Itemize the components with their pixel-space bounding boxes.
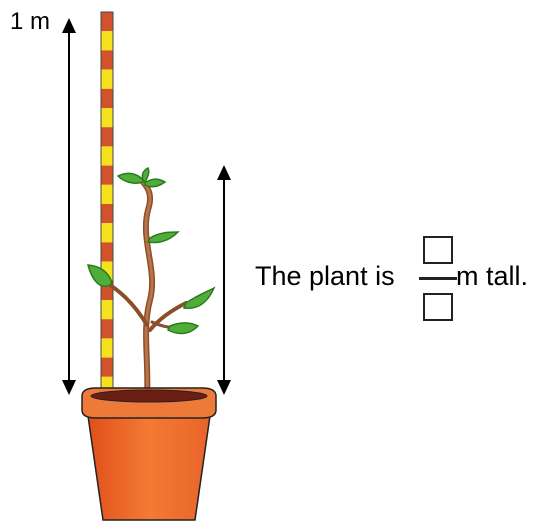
stick-segment bbox=[101, 319, 113, 338]
question-text-after: m tall. bbox=[456, 261, 528, 292]
flower-pot-icon bbox=[82, 388, 216, 520]
leaf-icon bbox=[142, 168, 148, 182]
question-text-before: The plant is bbox=[255, 261, 395, 292]
denominator-input-box[interactable] bbox=[423, 293, 453, 321]
stick-segment bbox=[101, 300, 113, 319]
stick-segment bbox=[101, 50, 113, 69]
stick-segment bbox=[101, 127, 113, 146]
leaf-icon bbox=[184, 288, 214, 308]
leaf-icon bbox=[118, 173, 143, 183]
stick-segment bbox=[101, 12, 113, 31]
leaf-icon bbox=[168, 323, 198, 333]
stick-segment bbox=[101, 70, 113, 89]
stick-segment bbox=[101, 204, 113, 223]
stick-segment bbox=[101, 108, 113, 127]
stick-segment bbox=[101, 89, 113, 108]
stick-segment bbox=[101, 185, 113, 204]
stick-segment bbox=[101, 242, 113, 261]
numerator-input-box[interactable] bbox=[423, 236, 453, 264]
soil bbox=[91, 390, 207, 402]
stick-segment bbox=[101, 31, 113, 50]
stick-segment bbox=[101, 358, 113, 377]
measuring-stick-icon bbox=[101, 12, 113, 396]
fraction-bar bbox=[419, 277, 457, 280]
question-sentence: The plant is m tall. bbox=[255, 236, 540, 326]
plant-height-arrow bbox=[217, 165, 231, 395]
stick-segment bbox=[101, 338, 113, 357]
one-metre-label: 1 m bbox=[10, 8, 50, 36]
stick-segment bbox=[101, 146, 113, 165]
leaf-icon bbox=[148, 232, 178, 243]
one-metre-arrow bbox=[62, 18, 76, 395]
stick-segment bbox=[101, 166, 113, 185]
leaf-icon bbox=[145, 179, 165, 187]
stick-segment bbox=[101, 223, 113, 242]
